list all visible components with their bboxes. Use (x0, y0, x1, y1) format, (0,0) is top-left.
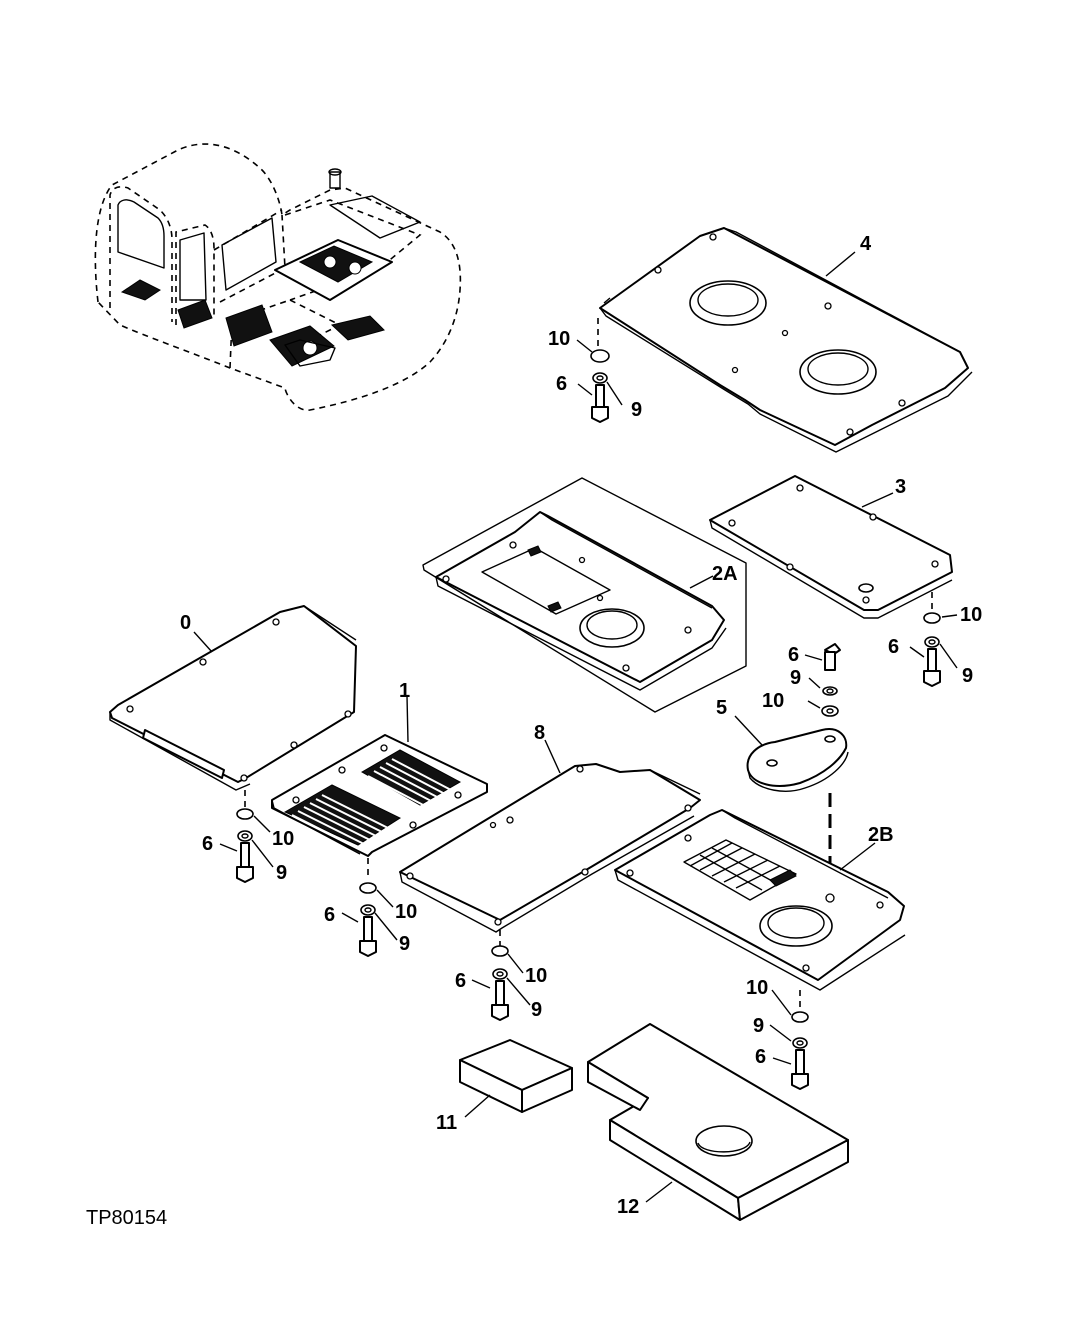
callout-part-6: 6 (755, 1046, 766, 1068)
callout-part-2a: 2A (712, 563, 738, 585)
callout-part-10: 10 (548, 328, 570, 350)
fastener-stack-part-2b (791, 990, 809, 1090)
leader-lines (193, 251, 958, 1203)
callout-part-6: 6 (788, 644, 799, 666)
part-0-plate (109, 605, 357, 791)
fastener-stack-part-3 (923, 612, 941, 687)
part-4-plate (597, 227, 973, 453)
callout-part-9: 9 (962, 665, 973, 687)
fastener-stack-part-1 (359, 858, 377, 957)
callout-part-6: 6 (324, 904, 335, 926)
callout-part-12: 12 (617, 1196, 639, 1218)
callout-part-1: 1 (399, 680, 410, 702)
callout-part-10: 10 (762, 690, 784, 712)
part-5-stack (746, 643, 849, 895)
part-2a-box (422, 477, 747, 713)
callout-part-9: 9 (753, 1015, 764, 1037)
callout-part-10: 10 (525, 965, 547, 987)
callout-part-8: 8 (534, 722, 545, 744)
callout-part-3: 3 (895, 476, 906, 498)
callout-part-2b: 2B (868, 824, 894, 846)
part-12-pad (587, 1023, 849, 1221)
callout-part-9: 9 (631, 399, 642, 421)
callout-part-10: 10 (395, 901, 417, 923)
fastener-stack-part-0 (236, 790, 254, 883)
callout-part-10: 10 (746, 977, 768, 999)
fastener-stack-part-8 (491, 930, 509, 1021)
part-8-plate (399, 763, 701, 933)
callout-part-6: 6 (202, 833, 213, 855)
callout-part-10: 10 (960, 604, 982, 626)
callout-labels: 4 10 6 9 3 2A 10 6 9 6 9 10 5 0 1 8 2B 1… (180, 233, 982, 1218)
callout-part-9: 9 (790, 667, 801, 689)
callout-part-11: 11 (436, 1112, 457, 1134)
part-11-block (459, 1039, 573, 1113)
callout-part-9: 9 (531, 999, 542, 1021)
part-3-plate (709, 475, 953, 619)
callout-part-6: 6 (888, 636, 899, 658)
callout-part-4: 4 (860, 233, 872, 255)
part-1-grille (271, 734, 488, 857)
callout-part-10: 10 (272, 828, 294, 850)
figure-code: TP80154 (86, 1207, 167, 1229)
part-2b-plate (614, 809, 906, 991)
callout-part-6: 6 (455, 970, 466, 992)
machine-overview (94, 143, 462, 411)
callout-part-5: 5 (716, 697, 727, 719)
callout-part-6: 6 (556, 373, 567, 395)
callout-part-9: 9 (399, 933, 410, 955)
callout-part-9: 9 (276, 862, 287, 884)
callout-part-0: 0 (180, 612, 191, 634)
fastener-stack-part-4 (590, 349, 610, 423)
